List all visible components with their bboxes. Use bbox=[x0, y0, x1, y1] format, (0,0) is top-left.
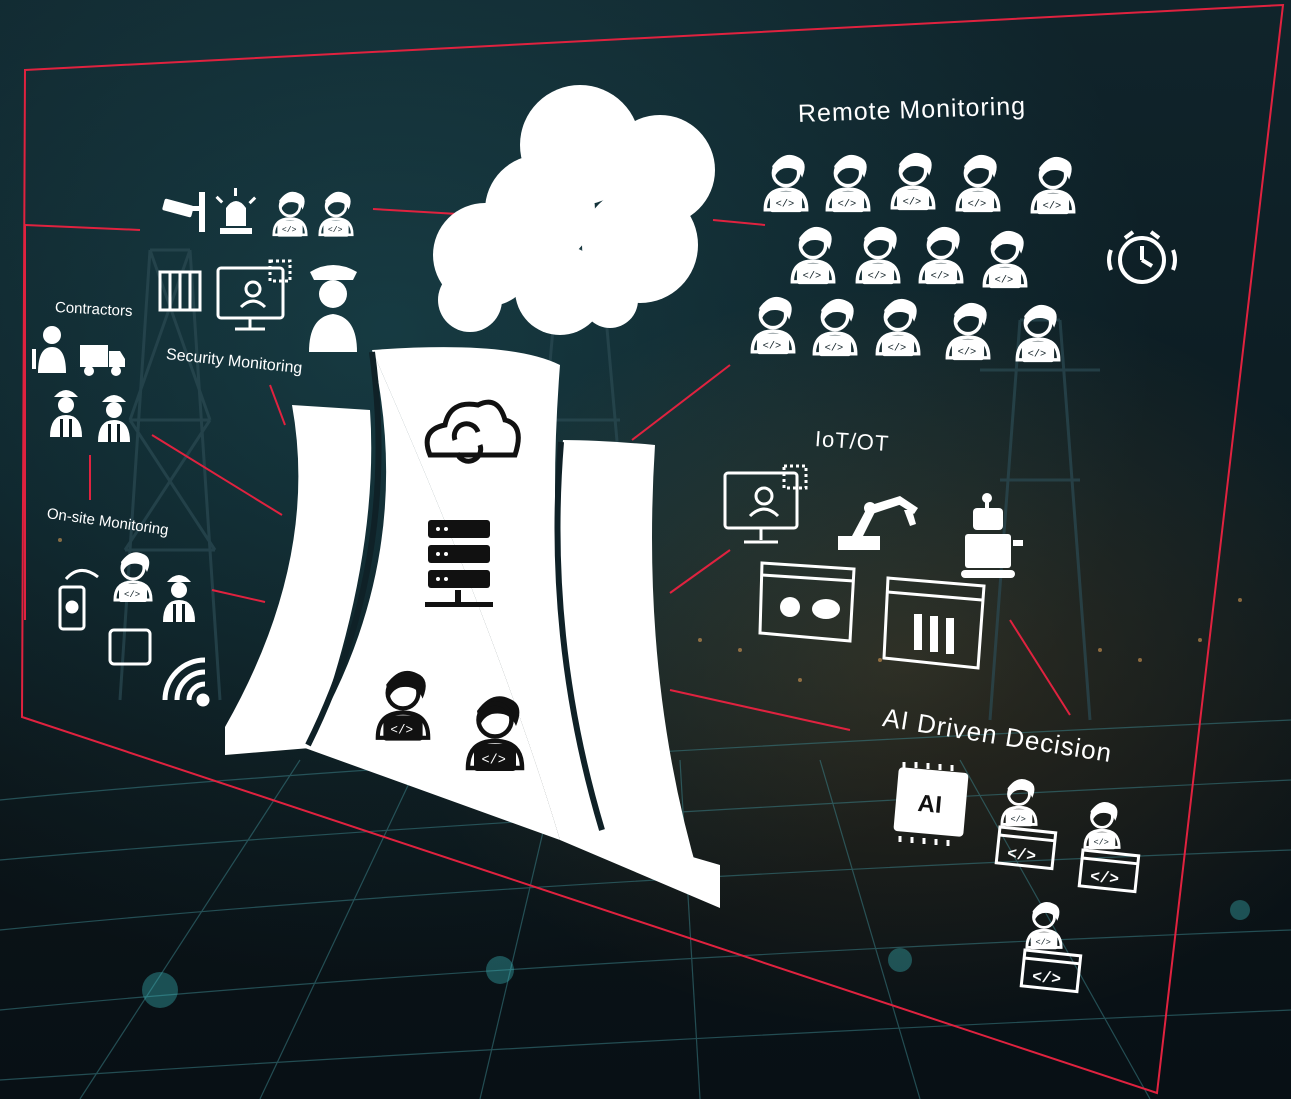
developer-icon: </> bbox=[890, 152, 936, 211]
steam-cloud bbox=[433, 85, 715, 335]
developer-icon: </> bbox=[812, 298, 858, 357]
svg-text:</>: </> bbox=[1035, 938, 1050, 948]
prison-cell-icon bbox=[158, 270, 202, 312]
developer-icon: </> bbox=[1030, 156, 1076, 215]
remote-desktop-icon bbox=[723, 464, 808, 544]
svg-text:</>: </> bbox=[1089, 868, 1120, 889]
svg-text:</>: </> bbox=[968, 198, 987, 210]
connector-lines bbox=[24, 208, 1071, 731]
wifi-icon bbox=[162, 657, 210, 707]
mechanic-icon bbox=[32, 326, 66, 373]
svg-text:</>: </> bbox=[1028, 348, 1047, 360]
svg-text:</>: </> bbox=[482, 754, 506, 769]
svg-text:</>: </> bbox=[390, 724, 413, 738]
developer-icon: </> bbox=[113, 552, 153, 602]
coder-icon: </> </> bbox=[1019, 901, 1083, 994]
iot-ot-label: IoT/OT bbox=[814, 426, 891, 457]
developer-icon: </> bbox=[750, 296, 796, 355]
svg-text:</>: </> bbox=[868, 270, 887, 282]
developer-icon: </> bbox=[763, 154, 809, 213]
construction-worker-icon bbox=[98, 395, 130, 442]
coder-icon: </> </> bbox=[994, 778, 1058, 871]
svg-text:</>: </> bbox=[995, 274, 1014, 286]
svg-text:</>: </> bbox=[776, 198, 795, 210]
svg-text:</>: </> bbox=[1031, 968, 1062, 989]
svg-text:</>: </> bbox=[328, 226, 343, 235]
svg-text:</>: </> bbox=[1010, 815, 1025, 825]
developer-icon: </> bbox=[982, 230, 1028, 289]
security-guard-icon bbox=[309, 265, 357, 352]
svg-text:</>: </> bbox=[903, 196, 922, 208]
remote-desktop-icon bbox=[216, 259, 292, 331]
developer-icon: </> bbox=[318, 191, 354, 237]
test-tubes-icon bbox=[882, 576, 986, 670]
svg-text:</>: </> bbox=[1093, 838, 1108, 848]
tablet-icon bbox=[108, 628, 152, 666]
svg-text:</>: </> bbox=[825, 342, 844, 354]
svg-text:</>: </> bbox=[958, 346, 977, 358]
ai-chip-label: AI bbox=[917, 790, 943, 819]
cooling-tower bbox=[225, 347, 720, 909]
perspective-frame bbox=[20, 3, 1285, 1095]
developer-icon: </> bbox=[272, 191, 308, 237]
coder-icon: </> </> bbox=[1077, 801, 1141, 894]
robot-icon bbox=[961, 493, 1023, 578]
developer-icon: </> bbox=[465, 696, 525, 771]
developer-icon: </> bbox=[855, 226, 901, 285]
virus-lab-icon bbox=[758, 561, 856, 643]
developer-icon: </> bbox=[955, 154, 1001, 213]
grid-glows bbox=[142, 900, 1250, 1008]
svg-text:</>: </> bbox=[1043, 200, 1062, 212]
developer-icon: </> bbox=[918, 226, 964, 285]
svg-text:</>: </> bbox=[282, 226, 297, 235]
developer-icon: </> bbox=[875, 298, 921, 357]
developer-icon: </> bbox=[790, 226, 836, 285]
cctv-camera-icon bbox=[162, 192, 205, 232]
grid-lines bbox=[0, 719, 1291, 1099]
tower-gaps bbox=[305, 351, 605, 831]
city-lights bbox=[58, 538, 1242, 682]
construction-worker-icon bbox=[163, 575, 195, 622]
cloud-sync-icon bbox=[424, 399, 521, 464]
developer-icon: </> bbox=[1015, 304, 1061, 363]
ai-coder-group: </> </> </> </> </> </> bbox=[994, 778, 1141, 994]
alarm-clock-icon bbox=[1107, 230, 1177, 284]
developer-icon: </> bbox=[825, 154, 871, 213]
transmission-tower-left bbox=[118, 248, 222, 701]
truck-icon bbox=[80, 345, 125, 376]
developer-icon: </> bbox=[375, 670, 431, 741]
robot-arm-icon bbox=[838, 496, 918, 550]
svg-text:</>: </> bbox=[888, 342, 907, 354]
developer-icon: </> bbox=[945, 302, 991, 361]
remote-developer-grid: </> </> </> </> </> </> </> </> </> </> </> </> </> <… bbox=[750, 152, 1076, 363]
svg-text:</>: </> bbox=[803, 270, 822, 282]
alarm-siren-icon bbox=[215, 188, 257, 234]
svg-text:</>: </> bbox=[838, 198, 857, 210]
transmission-tower-right bbox=[980, 318, 1100, 721]
svg-text:</>: </> bbox=[124, 590, 140, 600]
ai-chip-icon: AI bbox=[893, 762, 969, 846]
svg-text:</>: </> bbox=[763, 340, 782, 352]
server-rack-icon bbox=[425, 520, 493, 607]
construction-worker-icon bbox=[50, 390, 82, 437]
svg-text:</>: </> bbox=[1006, 845, 1037, 866]
phone-gauge-icon bbox=[58, 569, 99, 631]
svg-text:</>: </> bbox=[931, 270, 950, 282]
